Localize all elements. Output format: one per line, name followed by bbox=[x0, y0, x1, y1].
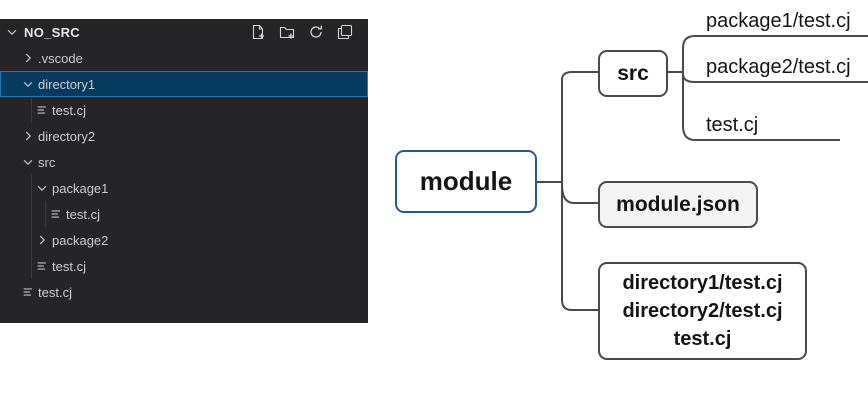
tree-item-package2[interactable]: package2 bbox=[0, 227, 368, 253]
file-icon bbox=[20, 284, 36, 300]
explorer-toolbar bbox=[248, 22, 368, 42]
collapse-all-icon[interactable] bbox=[335, 22, 355, 42]
indent-guide bbox=[31, 227, 32, 253]
tree-item-directory1[interactable]: directory1 bbox=[0, 71, 368, 97]
new-folder-icon[interactable] bbox=[277, 22, 297, 42]
tree-item-directory2[interactable]: directory2 bbox=[0, 123, 368, 149]
file-icon bbox=[34, 102, 50, 118]
directory-files-node: directory1/test.cj directory2/test.cj te… bbox=[598, 262, 807, 360]
file-icon bbox=[48, 206, 64, 222]
indent-guide bbox=[31, 175, 32, 201]
dir-box-line: test.cj bbox=[673, 328, 732, 350]
tree-item-label: src bbox=[38, 154, 56, 170]
edge-src-testcj bbox=[682, 72, 840, 141]
tree-item-label: test.cj bbox=[52, 102, 86, 118]
indent-guide bbox=[45, 201, 46, 227]
indent-guide bbox=[31, 253, 32, 279]
edge-src-package2 bbox=[682, 73, 868, 83]
file-icon bbox=[34, 258, 50, 274]
edge-module-src bbox=[537, 71, 598, 183]
dir-box-line: directory2/test.cj bbox=[622, 300, 783, 322]
tree-item-test-cj[interactable]: test.cj bbox=[0, 279, 368, 305]
tree-item-test-cj[interactable]: test.cj bbox=[0, 97, 368, 123]
tree-item-label: test.cj bbox=[38, 284, 72, 300]
tree-item--vscode[interactable]: .vscode bbox=[0, 45, 368, 71]
tree-item-test-cj[interactable]: test.cj bbox=[0, 253, 368, 279]
file-tree: .vscode directory1 test.cj directory2 src pac… bbox=[0, 45, 368, 305]
module-node: module bbox=[395, 150, 537, 213]
leaf-package1-testcj: package1/test.cj bbox=[706, 10, 851, 32]
chevron-down-icon[interactable] bbox=[34, 180, 50, 196]
file-explorer-panel: NO_SRC .vscode directory1 test.cj directory… bbox=[0, 19, 368, 323]
tree-item-test-cj[interactable]: test.cj bbox=[0, 201, 368, 227]
chevron-right-icon[interactable] bbox=[20, 128, 36, 144]
chevron-down-icon[interactable] bbox=[20, 76, 36, 92]
src-node: src bbox=[598, 50, 668, 97]
tree-item-label: test.cj bbox=[52, 258, 86, 274]
explorer-section-header[interactable]: NO_SRC bbox=[0, 19, 368, 45]
tree-item-package1[interactable]: package1 bbox=[0, 175, 368, 201]
tree-item-label: package1 bbox=[52, 180, 109, 196]
chevron-down-icon[interactable] bbox=[20, 154, 36, 170]
new-file-icon[interactable] bbox=[248, 22, 268, 42]
indent-guide bbox=[31, 201, 32, 227]
tree-item-label: package2 bbox=[52, 232, 109, 248]
leaf-testcj: test.cj bbox=[706, 114, 759, 136]
leaf-package2-testcj: package2/test.cj bbox=[706, 56, 851, 78]
refresh-icon[interactable] bbox=[306, 22, 326, 42]
chevron-right-icon[interactable] bbox=[34, 232, 50, 248]
explorer-root-title: NO_SRC bbox=[24, 24, 80, 40]
tree-item-label: .vscode bbox=[38, 50, 83, 66]
chevron-right-icon[interactable] bbox=[20, 50, 36, 66]
tree-item-src[interactable]: src bbox=[0, 149, 368, 175]
tree-item-label: directory2 bbox=[38, 128, 96, 144]
tree-item-label: directory1 bbox=[38, 76, 96, 92]
tree-item-label: test.cj bbox=[66, 206, 100, 222]
indent-guide bbox=[31, 97, 32, 123]
dir-box-line: directory1/test.cj bbox=[622, 272, 783, 294]
edge-src-package1 bbox=[668, 35, 868, 73]
edge-module-dirbox bbox=[561, 182, 598, 311]
chevron-down-icon[interactable] bbox=[4, 24, 20, 40]
edge-module-modulejson bbox=[561, 184, 598, 204]
module-json-node: module.json bbox=[598, 181, 758, 228]
